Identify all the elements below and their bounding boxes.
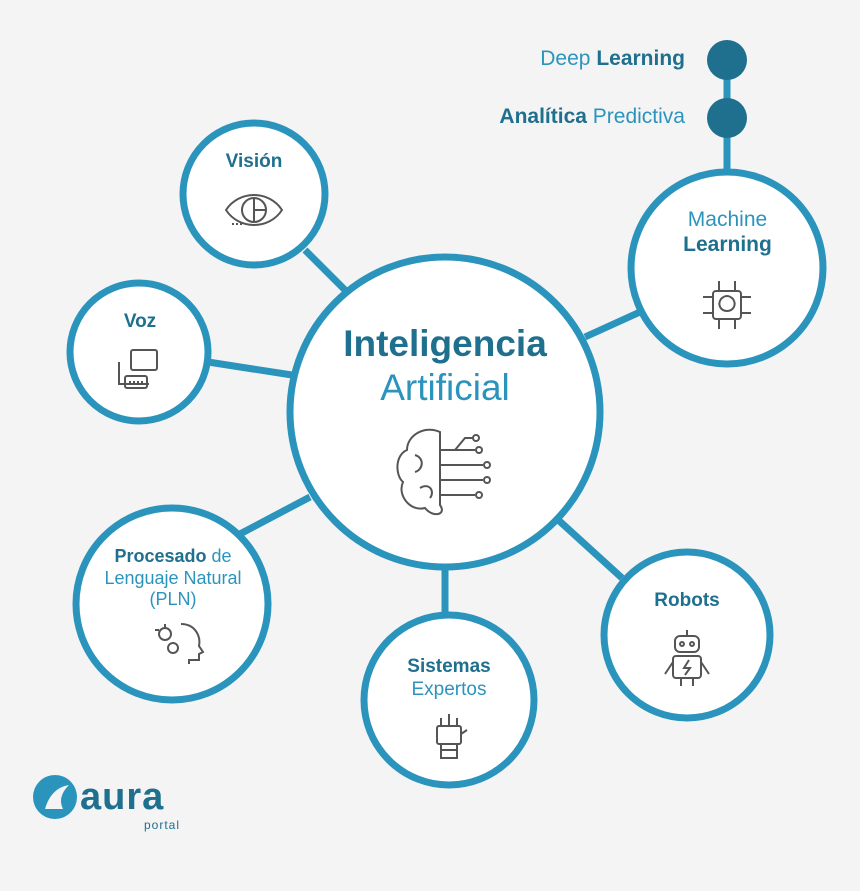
dot-analitica <box>707 98 747 138</box>
node-machine-learning <box>627 168 827 368</box>
sistemas-label: Sistemas Expertos <box>407 656 491 700</box>
brain-chip-icon <box>703 281 751 329</box>
center-title: Inteligencia Artificial <box>343 323 547 409</box>
analitica-label: Analítica Predictiva <box>499 105 685 128</box>
center-node <box>286 253 604 571</box>
robots-label: Robots <box>654 590 720 611</box>
machine-learning-label: Machine Learning <box>683 208 772 257</box>
connector-voz <box>207 358 293 379</box>
connector-vision <box>302 247 348 293</box>
node-voz <box>66 279 212 425</box>
node-pln <box>72 504 272 704</box>
connector-robots <box>552 514 625 581</box>
node-sistemas-expertos <box>360 611 538 789</box>
connector-pln <box>236 493 312 539</box>
speech-bubble-icon <box>118 349 158 389</box>
aura-logo-text: aura portal <box>80 776 181 832</box>
connector-machine <box>583 308 642 341</box>
brain-circuit-icon <box>396 428 491 516</box>
robot-icon <box>664 630 710 686</box>
deep-learning-label: Deep Learning <box>540 47 685 70</box>
pln-label: Procesado de Lenguaje Natural (PLN) <box>104 546 242 610</box>
dot-deep-learning <box>707 40 747 80</box>
eye-icon <box>224 194 284 226</box>
aura-logo-mark <box>33 775 77 819</box>
vision-label: Visión <box>225 151 283 172</box>
connectors <box>207 60 731 625</box>
head-gears-icon <box>155 623 205 664</box>
robot-hand-icon <box>436 714 468 759</box>
voz-label: Voz <box>123 311 157 332</box>
